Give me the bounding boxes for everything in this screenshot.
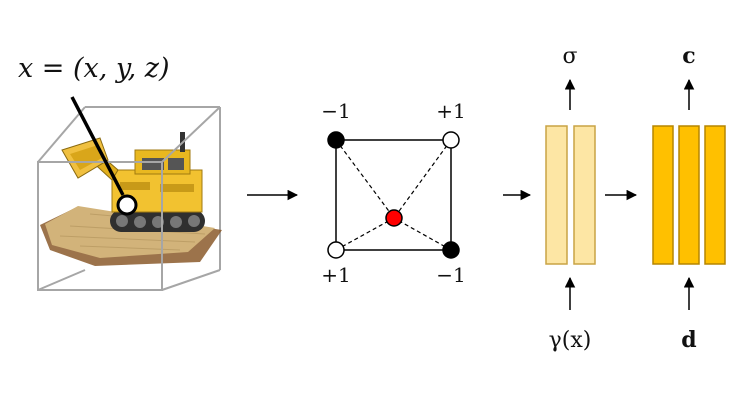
- grid-cell-square: [335, 139, 452, 251]
- density-layer-1: [545, 125, 568, 265]
- density-output-label: σ: [562, 44, 577, 69]
- pointer-line: [70, 96, 125, 196]
- scene-cube: [37, 106, 222, 291]
- color-layer-3: [704, 125, 726, 265]
- corner-top-left: [327, 131, 345, 149]
- sample-point-marker: [116, 194, 138, 216]
- center-sample-point: [385, 209, 403, 227]
- corner-bottom-left: [327, 241, 345, 259]
- cube-front-edges: [37, 106, 221, 291]
- cube-back-edges: [37, 106, 221, 270]
- grid-cell: −1 +1 +1 −1: [321, 99, 465, 287]
- color-mlp: c d: [652, 43, 726, 353]
- density-layer-2: [573, 125, 596, 265]
- corner-label-top-left: −1: [321, 99, 350, 123]
- input-point-label: x = (x, y, z): [18, 53, 170, 84]
- corner-label-top-right: +1: [436, 99, 465, 123]
- density-input-label: γ(x): [549, 328, 592, 353]
- corner-top-right: [442, 131, 460, 149]
- interpolation-lines: [335, 139, 452, 251]
- color-layer-1: [652, 125, 674, 265]
- color-output-label: c: [682, 43, 695, 69]
- corner-label-bottom-right: −1: [436, 263, 465, 287]
- color-layer-2: [678, 125, 700, 265]
- density-mlp: σ γ(x): [545, 44, 596, 353]
- corner-label-bottom-left: +1: [321, 263, 350, 287]
- corner-bottom-right: [442, 241, 460, 259]
- color-input-label: d: [681, 327, 696, 353]
